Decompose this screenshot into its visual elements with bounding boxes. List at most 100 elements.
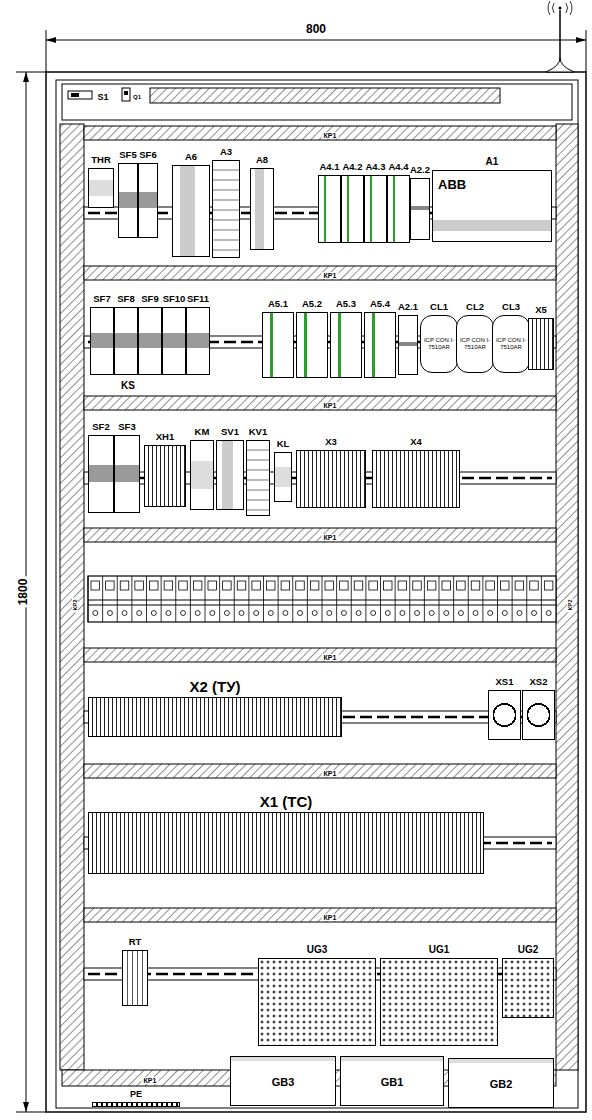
label-holder: A4.4 [388,156,408,174]
component-label: XS1 [496,676,514,687]
component-label: PE [130,1089,142,1099]
component-label: THR [91,154,111,165]
designation-label: КР2 [567,597,573,612]
terminal-marker [164,581,173,590]
label-holder: PE [130,1083,142,1101]
terminal-divider [263,576,264,622]
terminal-marker [544,581,553,590]
terminal-divider [88,576,89,622]
label-holder: SF3 [118,416,135,434]
label-holder: КР1 [322,394,339,412]
power-supply: UG2 [502,958,554,1018]
terminal-screw [181,611,186,616]
terminal-divider [482,576,483,622]
io-module: A4.4 [387,175,410,243]
component-label: SF5 [119,149,136,160]
component-label: X2 (ТУ) [190,678,241,695]
terminal-divider [336,576,337,622]
battery: GB3 [230,1056,336,1106]
component-label: CL1 [430,301,448,312]
label-holder: XH1 [156,426,174,444]
terminal-divider [175,576,176,622]
label-holder: A5.1 [268,293,288,311]
label-holder: КР1 [322,646,339,664]
terminal-screw [107,611,112,616]
cable-duct [84,764,556,778]
designation-label: КР1 [322,654,339,661]
label-holder: КР1 [322,762,339,780]
circuit-breaker: SF6 [138,163,158,238]
circuit-breaker: SF5 [118,163,138,238]
component-text: ICP CON I-7510AR [459,337,491,351]
battery: GB1 [340,1056,444,1106]
terminal-marker [369,581,378,590]
component-label: KM [195,426,210,437]
label-holder: SF10 [163,288,186,306]
label-holder: A4.3 [365,156,385,174]
terminal-marker [325,581,334,590]
terminal-divider [307,576,308,622]
label-holder: ICP CON I-7510AR [495,335,527,353]
designation-label: КР1 [322,402,339,409]
component-label: A8 [256,154,268,165]
component-label: SF10 [163,293,186,304]
component-label: A4.4 [388,161,408,172]
component-label: X3 [325,436,337,447]
designation-label: КР1 [322,914,339,921]
device: A6 [172,165,210,257]
label-holder: КР1 [322,906,339,924]
label-holder: КР1 [142,1069,159,1087]
terminal-marker [398,581,407,590]
label-holder: A4.1 [319,156,339,174]
label-holder: 800 [306,19,326,37]
component-label: A5.4 [370,298,390,309]
terminal-block: X4 [372,450,460,508]
label-holder: ABB [438,175,466,193]
terminal-divider [468,576,469,622]
label-holder: KL [277,433,290,451]
component-label: KV1 [249,426,267,437]
label-holder: A1 [486,151,499,169]
label-holder: A5.2 [302,293,322,311]
label-holder: X5 [535,299,547,317]
cable-duct [84,648,556,662]
vent-grille [150,88,500,103]
device: THR [88,168,114,208]
terminal-divider [117,576,118,622]
terminal-screw [488,611,493,616]
terminal-screw [517,611,522,616]
component-label: KL [277,438,290,449]
terminal-screw [151,611,156,616]
antenna-mast [559,10,561,64]
label-holder: A5.3 [336,293,356,311]
terminal-marker [150,581,159,590]
io-module: A4.2 [341,175,364,243]
label-holder: XS1 [496,671,514,689]
io-module: A5.2 [296,312,328,378]
device: KL [274,452,292,502]
converter-module: A2.2 [410,178,430,240]
terminal-marker [135,581,144,590]
terminal-divider [526,576,527,622]
component-label: CL3 [502,301,520,312]
label-holder: CL2 [466,296,484,314]
terminal-marker [310,581,319,590]
terminal-divider [439,576,440,622]
dimension-arrow [576,37,586,43]
label-holder: GB3 [233,1072,333,1090]
designation-label: S1 [97,92,108,102]
label-holder: X4 [410,431,422,449]
converter-module: A2.1 [398,315,418,375]
terminal-divider [102,576,103,622]
component-label: UG2 [518,944,539,955]
door-switch-plunger [124,91,128,95]
terminal-block: X1 (ТС) [88,812,484,874]
label-holder: CL1 [430,296,448,314]
circuit-breaker: SF7 [90,307,114,375]
extension-line [16,1112,46,1113]
label-holder: КР1 [322,264,339,282]
cable-duct [84,396,556,410]
terminal-screw [327,611,332,616]
terminal-marker [91,581,100,590]
terminal-strip [88,576,556,622]
